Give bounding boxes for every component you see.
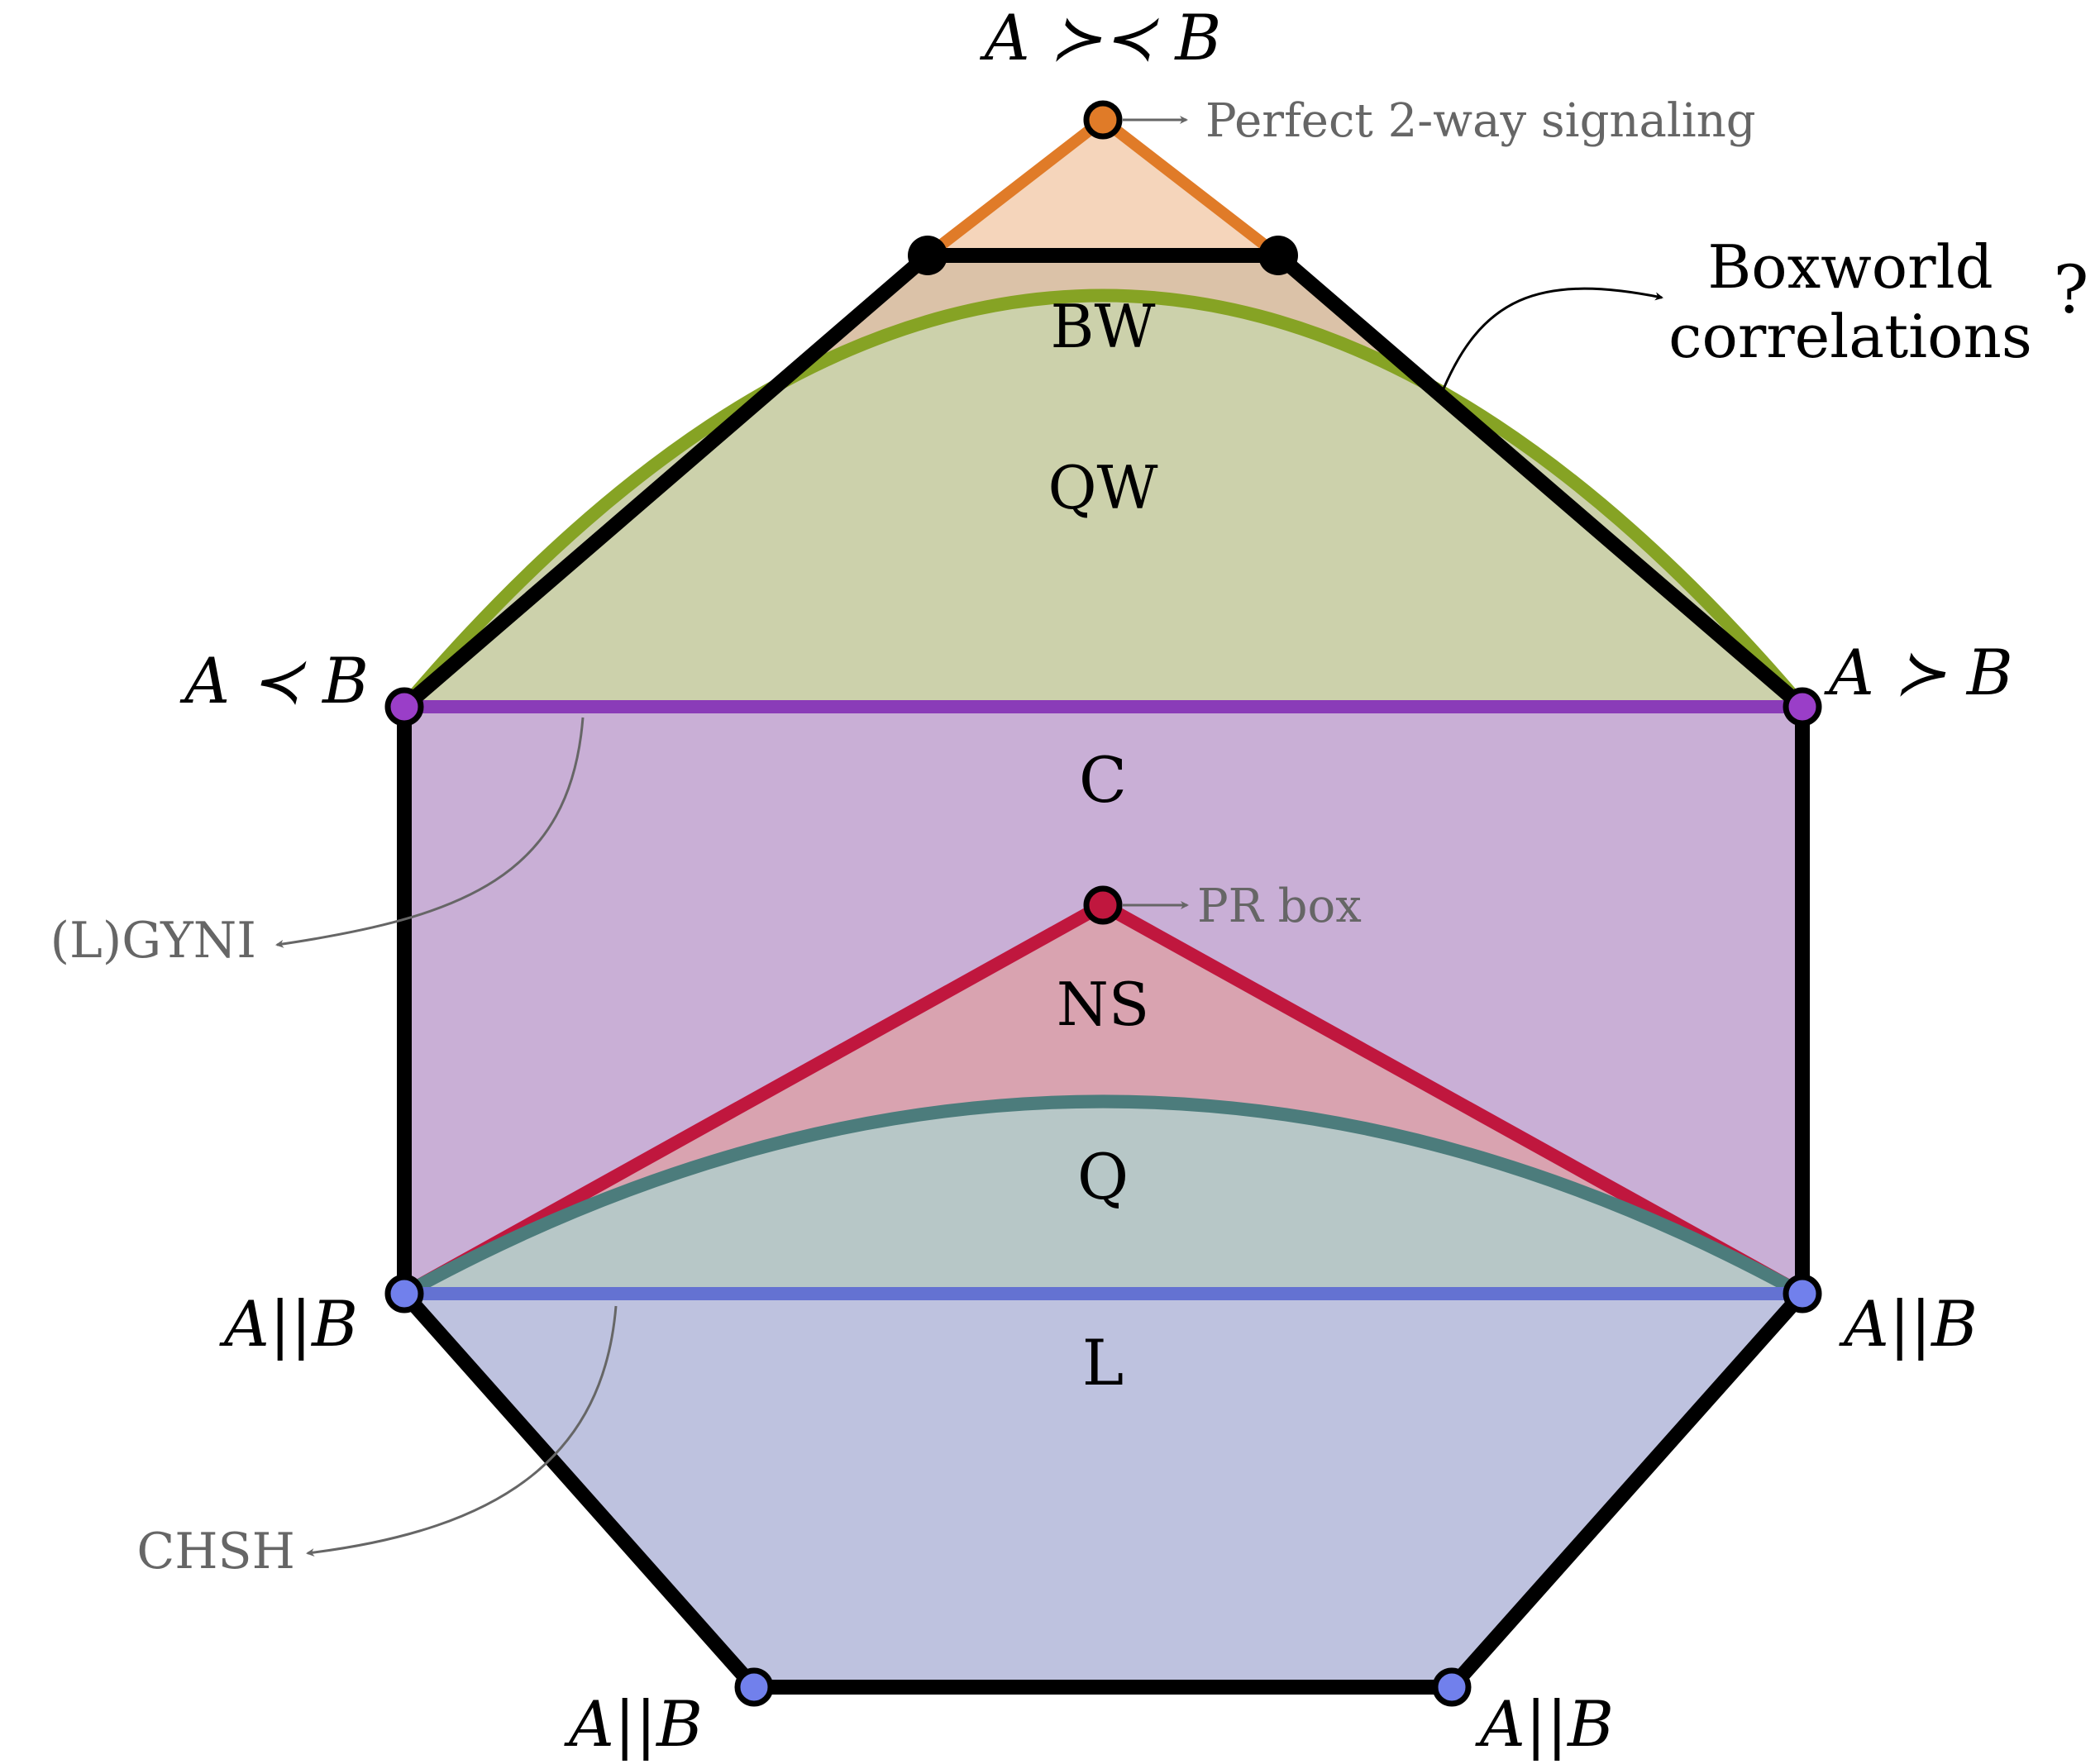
boxworld-label-line1: Boxworld (1707, 232, 1993, 302)
vertex-local-right (1783, 1274, 1822, 1313)
signaling-region-fill (928, 120, 1278, 255)
boxworld-label-line2: correlations (1668, 302, 2032, 371)
vertex-bottom-right (1432, 1667, 1472, 1707)
vertex-label-bottom-left: A||B (564, 1687, 703, 1761)
vertex-bottom-left (734, 1667, 774, 1707)
vertex-boxworld-right (1258, 236, 1298, 275)
region-label-ns: NS (1057, 970, 1149, 1039)
vertex-label-local-right: A||B (1839, 1287, 1978, 1361)
pr-box-label: PR box (1197, 880, 1362, 933)
region-label-c: C (1079, 743, 1127, 817)
boxworld-question-mark: ? (2054, 251, 2089, 328)
quantum-boundary (401, 1094, 1806, 1300)
vertex-local-left (384, 1274, 424, 1313)
chsh-label: CHSH (136, 1523, 295, 1580)
quantum-world-boundary (399, 288, 1808, 712)
vertex-label-causal-left: A ≺ B (179, 644, 369, 718)
local-region-fill (404, 1294, 1802, 1687)
vertex-label-causal-right: A ≻ B (1824, 636, 2013, 709)
vertex-causal-left (384, 687, 424, 727)
region-label-bw: BW (1051, 292, 1156, 361)
vertex-label-bottom-right: A||B (1475, 1687, 1614, 1761)
vertex-pr-box (1083, 885, 1123, 925)
vertex-perfect-signaling (1083, 100, 1123, 140)
vertex-label-local-left: A||B (219, 1287, 358, 1361)
region-label-qw: QW (1048, 453, 1157, 522)
region-label-l: L (1082, 1326, 1124, 1399)
lgyni-arrow (275, 717, 585, 948)
lgyni-label: (L)GYNI (50, 912, 256, 970)
vertex-causal-right (1783, 687, 1822, 727)
boxworld-arrow (1439, 287, 1663, 398)
chsh-arrow (306, 1305, 618, 1557)
perfect-signaling-label: Perfect 2-way signaling (1205, 94, 1756, 148)
vertex-label-top: A ≻≺ B (980, 1, 1221, 74)
vertex-boxworld-left (908, 236, 947, 275)
region-label-q: Q (1077, 1140, 1129, 1213)
